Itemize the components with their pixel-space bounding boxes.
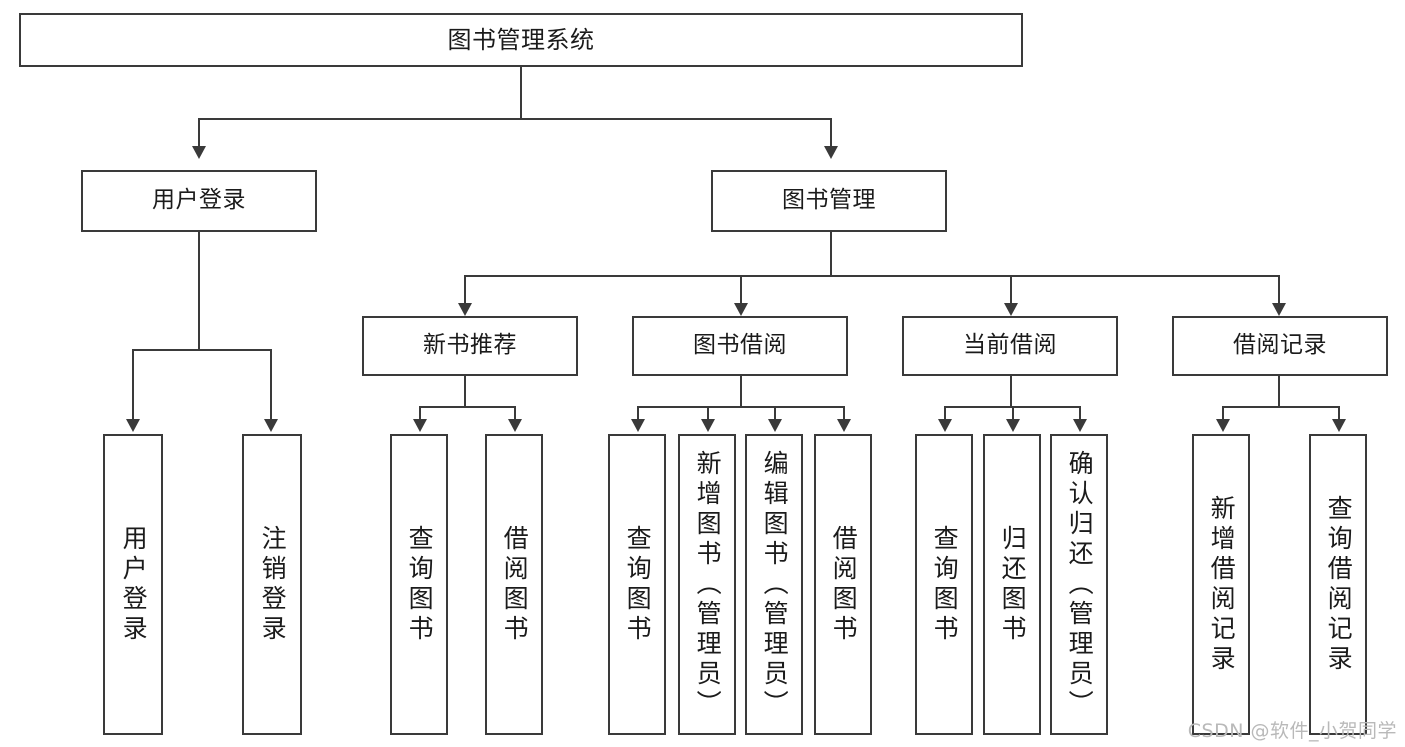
csdn-watermark: CSDN @软件_小贺同学 [1187, 720, 1397, 742]
arrow-to-book-borrow [734, 303, 748, 316]
leaf-borrow-book-recommend[interactable]: 借阅图书 [485, 434, 543, 735]
node-label: 编辑图书（管理员） [760, 449, 790, 720]
connector-borrow-records-stem [1278, 376, 1280, 407]
leaf-query-book-current[interactable]: 查询图书 [915, 434, 973, 735]
leaf-confirm-return-admin[interactable]: 确认归还（管理员） [1050, 434, 1108, 735]
connector-drop-current-borrow [1010, 275, 1012, 305]
arrow-to-leaf-query-record [1332, 419, 1346, 432]
connector-drop-new-book [464, 275, 466, 305]
node-label: 查询借阅记录 [1324, 494, 1354, 675]
node-label: 查询图书 [623, 524, 653, 645]
node-label: 注销登录 [258, 524, 288, 645]
node-label: 新增图书（管理员） [693, 449, 723, 720]
connector-drop-book-borrow [740, 275, 742, 305]
connector-borrow-records-bus [1222, 406, 1338, 408]
node-label: 借阅记录 [1233, 332, 1327, 359]
leaf-query-book-borrow[interactable]: 查询图书 [608, 434, 666, 735]
leaf-user-login[interactable]: 用户登录 [103, 434, 163, 735]
arrow-to-leaf-user-login [126, 419, 140, 432]
connector-drop-bb-1 [637, 406, 639, 421]
connector-drop-br-1 [1222, 406, 1224, 421]
connector-new-book-bus [419, 406, 515, 408]
leaf-add-borrow-record[interactable]: 新增借阅记录 [1192, 434, 1250, 735]
connector-root-stem [520, 67, 522, 119]
node-label: 查询图书 [930, 524, 960, 645]
connector-current-borrow-stem [1010, 376, 1012, 407]
arrow-to-leaf-query-book-2 [631, 419, 645, 432]
leaf-borrow-book[interactable]: 借阅图书 [814, 434, 872, 735]
connector-drop-borrow-records [1278, 275, 1280, 305]
connector-book-borrow-bus [637, 406, 844, 408]
node-label: 新增借阅记录 [1207, 494, 1237, 675]
connector-user-login-stem [198, 232, 200, 350]
node-new-book-recommend[interactable]: 新书推荐 [362, 316, 578, 376]
node-label: 借阅图书 [500, 524, 530, 645]
arrow-to-leaf-borrow-book-1 [508, 419, 522, 432]
arrow-to-leaf-query-book-3 [938, 419, 952, 432]
node-label: 新书推荐 [423, 332, 517, 359]
node-current-borrow[interactable]: 当前借阅 [902, 316, 1118, 376]
arrow-to-leaf-borrow-book-2 [837, 419, 851, 432]
leaf-query-book-recommend[interactable]: 查询图书 [390, 434, 448, 735]
connector-drop-book-management [830, 118, 832, 148]
node-label: 查询图书 [405, 524, 435, 645]
node-label: 确认归还（管理员） [1065, 449, 1095, 720]
leaf-edit-book-admin[interactable]: 编辑图书（管理员） [745, 434, 803, 735]
leaf-logout[interactable]: 注销登录 [242, 434, 302, 735]
connector-level2-bus [198, 118, 832, 120]
connector-book-management-stem [830, 232, 832, 276]
node-label: 用户登录 [119, 524, 149, 645]
connector-user-login-bus [132, 349, 270, 351]
leaf-return-book[interactable]: 归还图书 [983, 434, 1041, 735]
connector-drop-leaf-logout [270, 349, 272, 421]
connector-drop-nb-1 [419, 406, 421, 421]
arrow-to-leaf-add-book [701, 419, 715, 432]
node-label: 图书借阅 [693, 332, 787, 359]
node-borrow-records[interactable]: 借阅记录 [1172, 316, 1388, 376]
connector-drop-cb-2 [1012, 406, 1014, 421]
node-label: 用户登录 [152, 187, 246, 214]
connector-drop-bb-4 [843, 406, 845, 421]
connector-drop-leaf-user-login [132, 349, 134, 421]
node-label: 图书管理系统 [447, 25, 595, 54]
arrow-to-leaf-edit-book [768, 419, 782, 432]
arrow-to-leaf-query-book-1 [413, 419, 427, 432]
node-user-login[interactable]: 用户登录 [81, 170, 317, 232]
arrow-to-borrow-records [1272, 303, 1286, 316]
arrow-to-current-borrow [1004, 303, 1018, 316]
connector-level3-bus [464, 275, 1280, 277]
arrow-to-user-login [192, 146, 206, 159]
node-label: 借阅图书 [829, 524, 859, 645]
connector-drop-nb-2 [514, 406, 516, 421]
connector-drop-cb-3 [1079, 406, 1081, 421]
node-book-management[interactable]: 图书管理 [711, 170, 947, 232]
connector-drop-bb-3 [774, 406, 776, 421]
arrow-to-new-book-recommend [458, 303, 472, 316]
node-book-borrow[interactable]: 图书借阅 [632, 316, 848, 376]
leaf-add-book-admin[interactable]: 新增图书（管理员） [678, 434, 736, 735]
connector-drop-user-login [198, 118, 200, 148]
arrow-to-book-management [824, 146, 838, 159]
arrow-to-leaf-confirm-return [1073, 419, 1087, 432]
leaf-query-borrow-record[interactable]: 查询借阅记录 [1309, 434, 1367, 735]
node-label: 图书管理 [782, 187, 876, 214]
connector-drop-cb-1 [944, 406, 946, 421]
connector-book-borrow-stem [740, 376, 742, 407]
node-label: 当前借阅 [963, 332, 1057, 359]
connector-drop-bb-2 [707, 406, 709, 421]
arrow-to-leaf-return-book [1006, 419, 1020, 432]
arrow-to-leaf-add-record [1216, 419, 1230, 432]
connector-new-book-stem [464, 376, 466, 407]
node-label: 归还图书 [998, 524, 1028, 645]
connector-drop-br-2 [1338, 406, 1340, 421]
arrow-to-leaf-logout [264, 419, 278, 432]
node-root-book-management-system[interactable]: 图书管理系统 [19, 13, 1023, 67]
